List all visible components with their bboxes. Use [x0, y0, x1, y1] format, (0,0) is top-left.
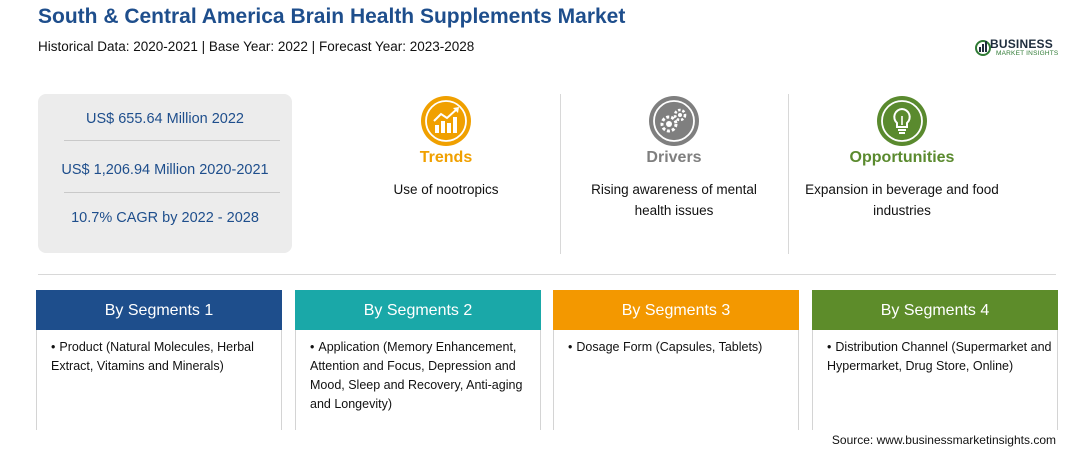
segment-card-4: By Segments 4 •Distribution Channel (Sup… [812, 290, 1058, 430]
market-stats-panel: US$ 655.64 Million 2022 US$ 1,206.94 Mil… [38, 94, 292, 253]
segment-1-list: •Product (Natural Molecules, Herbal Extr… [51, 338, 277, 376]
segment-4-header: By Segments 4 [812, 290, 1058, 330]
segment-card-3: By Segments 3 •Dosage Form (Capsules, Ta… [553, 290, 799, 430]
page-title: South & Central America Brain Health Sup… [38, 5, 626, 28]
trends-label: Trends [419, 149, 473, 166]
opportunities-panel: Opportunities Expansion in beverage and … [790, 94, 1014, 254]
segment-1-header: By Segments 1 [36, 290, 282, 330]
company-logo[interactable]: BUSINESS MARKET INSIGHTS [974, 36, 1064, 60]
stat-market-size-2022: US$ 655.64 Million 2022 [86, 111, 244, 127]
logo-wordmark: BUSINESS [990, 37, 1053, 51]
segment-card-2: By Segments 2 •Application (Memory Enhan… [295, 290, 541, 430]
segment-3-list: •Dosage Form (Capsules, Tablets) [568, 338, 794, 357]
panel-divider [560, 94, 561, 254]
segment-4-list: •Distribution Channel (Supermarket and H… [827, 338, 1053, 376]
bullet-icon: • [310, 340, 315, 354]
segment-1-item: Product (Natural Molecules, Herbal Extra… [51, 340, 254, 373]
logo-globe-icon [975, 40, 991, 56]
segment-2-list: •Application (Memory Enhancement, Attent… [310, 338, 536, 414]
segment-2-header: By Segments 2 [295, 290, 541, 330]
lightbulb-icon [877, 96, 927, 146]
drivers-description: Rising awareness of mental health issues [591, 182, 757, 218]
bullet-icon: • [568, 340, 573, 354]
segment-2-item: Application (Memory Enhancement, Attenti… [310, 340, 523, 411]
segment-3-item: Dosage Form (Capsules, Tablets) [576, 340, 763, 354]
segment-card-1: By Segments 1 •Product (Natural Molecule… [36, 290, 282, 430]
opportunities-label: Opportunities [849, 149, 955, 166]
source-credit[interactable]: Source: www.businessmarketinsights.com [831, 433, 1056, 447]
panel-divider [788, 94, 789, 254]
gears-icon [649, 96, 699, 146]
stat-divider [64, 140, 280, 141]
drivers-label: Drivers [646, 149, 702, 166]
bullet-icon: • [51, 340, 56, 354]
stat-historical-value: US$ 1,206.94 Million 2020-2021 [61, 162, 269, 178]
bullet-icon: • [827, 340, 832, 354]
segment-4-item: Distribution Channel (Supermarket and Hy… [827, 340, 1052, 373]
segment-3-header: By Segments 3 [553, 290, 799, 330]
trends-panel: Trends Use of nootropics [334, 94, 558, 254]
opportunities-description: Expansion in beverage and food industrie… [805, 182, 999, 218]
page-subtitle: Historical Data: 2020-2021 | Base Year: … [38, 39, 475, 54]
trends-description: Use of nootropics [393, 182, 499, 197]
stat-divider [64, 192, 280, 193]
drivers-panel: Drivers Rising awareness of mental healt… [562, 94, 786, 254]
stat-cagr: 10.7% CAGR by 2022 - 2028 [71, 210, 259, 226]
growth-chart-icon [421, 96, 471, 146]
section-divider [38, 274, 1056, 275]
logo-tagline: MARKET INSIGHTS [996, 50, 1059, 57]
